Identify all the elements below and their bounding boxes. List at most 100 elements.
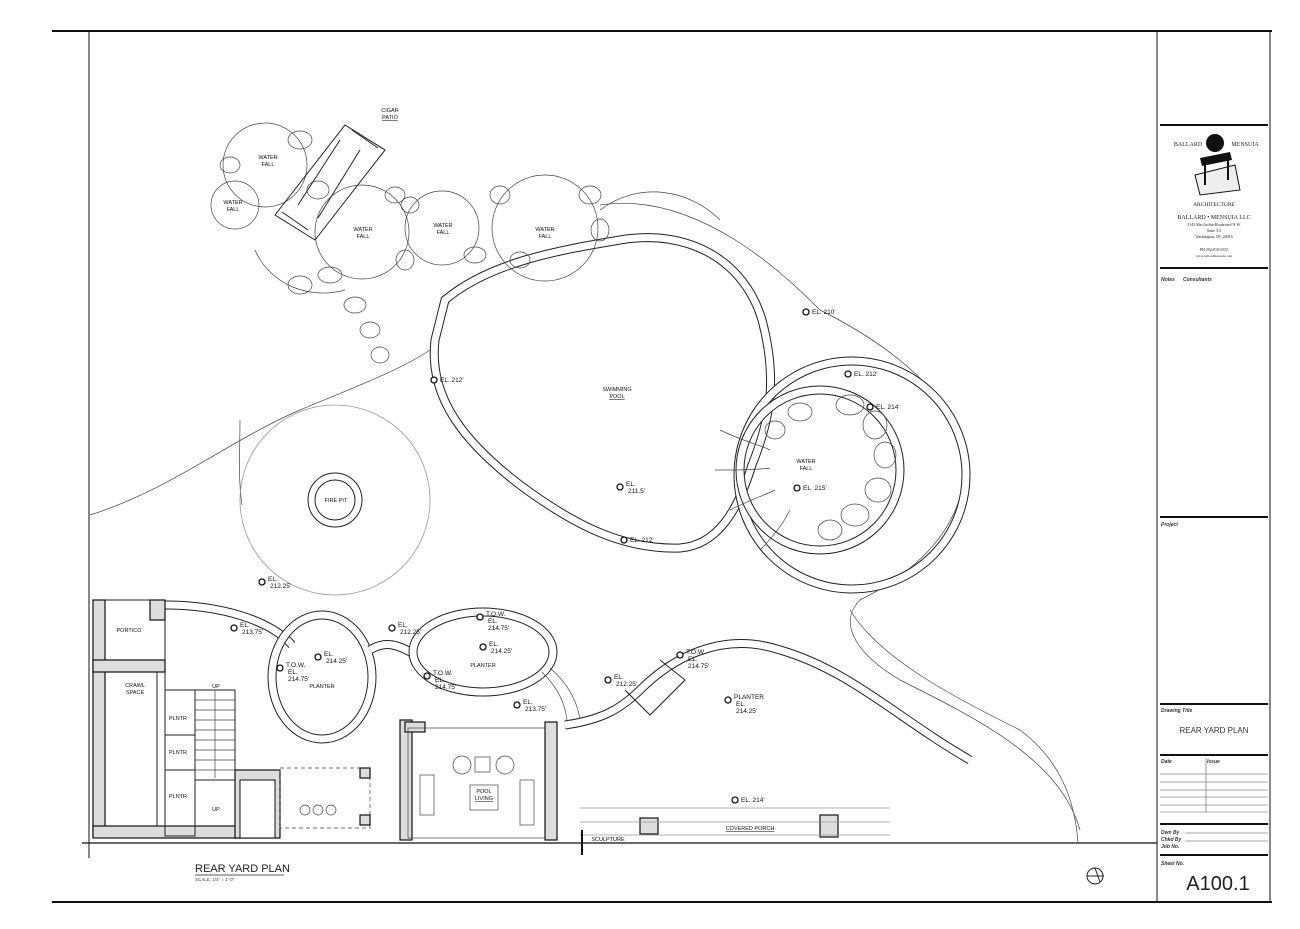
sheet-number: A100.1 — [1186, 873, 1249, 895]
elevation-marker: EL.212.25' — [388, 622, 421, 636]
elevation-marker: EL. 210' — [802, 308, 836, 316]
label-pool-living: POOL — [476, 789, 491, 795]
label-waterfall: FALL — [262, 162, 275, 168]
elevation-marker: EL. 212' — [620, 536, 654, 544]
firm-address-1: 3143 MacArthur Boulevard N.W. — [1187, 222, 1241, 227]
elevation-text: T.O.W. — [686, 649, 706, 656]
elevation-marker: T.O.W.EL.214.75' — [276, 662, 309, 683]
elevation-marker-icon — [513, 701, 521, 709]
elevation-text: EL. — [736, 701, 746, 708]
elevation-marker-icon — [430, 376, 438, 384]
swimming-pool — [429, 233, 776, 553]
drawing-title: REAR YARD PLAN — [195, 863, 290, 875]
elevation-text: PLANTER — [734, 694, 764, 701]
elevation-text: EL. 214' — [876, 404, 900, 411]
elevation-text: EL. — [488, 618, 498, 625]
elevation-text: 214.25' — [326, 658, 347, 665]
elevation-text: EL. — [523, 699, 533, 706]
elevation-marker-icon — [731, 796, 739, 804]
notes-label: Notes — [1161, 277, 1175, 283]
firm-website: www.ballardmensuia.com — [1196, 254, 1233, 258]
elevation-marker: EL.213.75' — [513, 699, 546, 713]
elevation-text: EL. — [268, 576, 278, 583]
label-waterfall: FALL — [227, 207, 240, 213]
elevation-text: EL. — [288, 669, 298, 676]
elevation-marker: EL.213.75' — [230, 622, 263, 636]
elevation-text: T.O.W. — [286, 662, 306, 669]
checked-by-label: Chkd By — [1161, 837, 1182, 843]
elevation-text: EL. 212' — [440, 377, 464, 384]
elevation-text: EL. — [614, 674, 624, 681]
job-no-label: Job No. — [1161, 844, 1179, 850]
elevation-text: 214.75' — [435, 684, 456, 691]
elevation-marker-icon — [423, 672, 431, 680]
elevation-marker-icon — [604, 676, 612, 684]
elevation-marker-icon — [844, 370, 852, 378]
elevation-text: 212.25' — [616, 681, 637, 688]
firm-logo-icon — [1194, 134, 1241, 196]
date-label: Date — [1161, 759, 1172, 765]
label-waterfall: WATER — [258, 155, 277, 161]
elevation-marker-icon — [620, 536, 628, 544]
elevation-text: EL. 215' — [803, 485, 827, 492]
elevation-marker-icon — [388, 624, 396, 632]
elevation-marker-icon — [479, 643, 487, 651]
elevation-marker-icon — [793, 484, 801, 492]
elevation-marker: EL. 215' — [793, 484, 827, 492]
elevation-text: 214.75' — [488, 625, 509, 632]
drawing-title-value: REAR YARD PLAN — [1179, 726, 1248, 735]
elevation-text: EL. 212' — [854, 371, 878, 378]
elevation-marker: EL. 212' — [844, 370, 878, 378]
label-waterfall: WATER — [223, 200, 242, 206]
label-fire-pit: FIRE PIT — [325, 498, 348, 504]
label-pool-living: LIVING — [475, 796, 493, 802]
elevation-text: EL. — [324, 651, 334, 658]
lawn-edges — [89, 203, 1081, 844]
label-waterfall: FALL — [437, 230, 450, 236]
elevation-marker-icon — [476, 613, 484, 621]
firm-name-right: MENSUIA — [1231, 142, 1259, 148]
elevation-marker: EL.212.25' — [604, 674, 637, 688]
firm-name-left: BALLARD — [1174, 142, 1203, 148]
sheet-border — [52, 30, 1272, 903]
sheet-no-label: Sheet No. — [1161, 861, 1184, 867]
north-arrow-icon — [1086, 867, 1104, 885]
elevation-text: EL. — [398, 622, 408, 629]
elevation-marker: EL.214.25' — [479, 641, 512, 655]
label-waterfall: WATER — [353, 227, 372, 233]
elevation-text: EL. — [435, 677, 445, 684]
drawing-title-label: Drawing Title — [1161, 708, 1193, 714]
firm-address-2: Suite 3/3 — [1207, 228, 1221, 233]
elevation-text: T.O.W. — [486, 611, 506, 618]
label-swimming-pool: SWIMMING — [602, 387, 631, 393]
elevation-text: EL. — [626, 481, 636, 488]
elevation-marker-icon — [230, 624, 238, 632]
label-waterfall: FALL — [357, 234, 370, 240]
elevation-text: EL. 210' — [812, 309, 836, 316]
house-footprint — [92, 599, 890, 855]
firm-legal-name: BALLARD • MENSUIA LLC — [1177, 215, 1250, 221]
project-label: Project — [1161, 522, 1178, 528]
drawing-title-block: REAR YARD PLAN SCALE: 1/4" = 1'-0" — [195, 863, 290, 882]
elevation-marker-icon — [616, 483, 624, 491]
label-up: UP — [212, 807, 220, 813]
elevation-marker-icon — [314, 653, 322, 661]
area-labels: CIGAR PATIO WATER FALL WATER FALL WATER … — [117, 108, 816, 843]
label-swimming-pool: POOL — [609, 394, 624, 400]
elevation-text: EL. — [688, 656, 698, 663]
elevation-marker: T.O.W.EL.214.75' — [476, 611, 509, 632]
label-portico: PORTICO — [117, 628, 143, 634]
label-waterfall: FALL — [539, 234, 552, 240]
label-plntr: PLNTR — [169, 750, 187, 756]
label-planter: PLANTER — [309, 684, 334, 690]
elevation-marker-icon — [802, 308, 810, 316]
elevation-marker-icon — [258, 578, 266, 586]
drawing-scale: SCALE: 1/4" = 1'-0" — [195, 877, 235, 882]
label-waterfall: FALL — [800, 466, 813, 472]
elevation-marker-icon — [724, 696, 732, 704]
elevation-marker: T.O.W.EL.214.75' — [423, 670, 456, 691]
elevation-text: EL. 214' — [741, 797, 765, 804]
elevation-text: 212.25' — [400, 629, 421, 636]
